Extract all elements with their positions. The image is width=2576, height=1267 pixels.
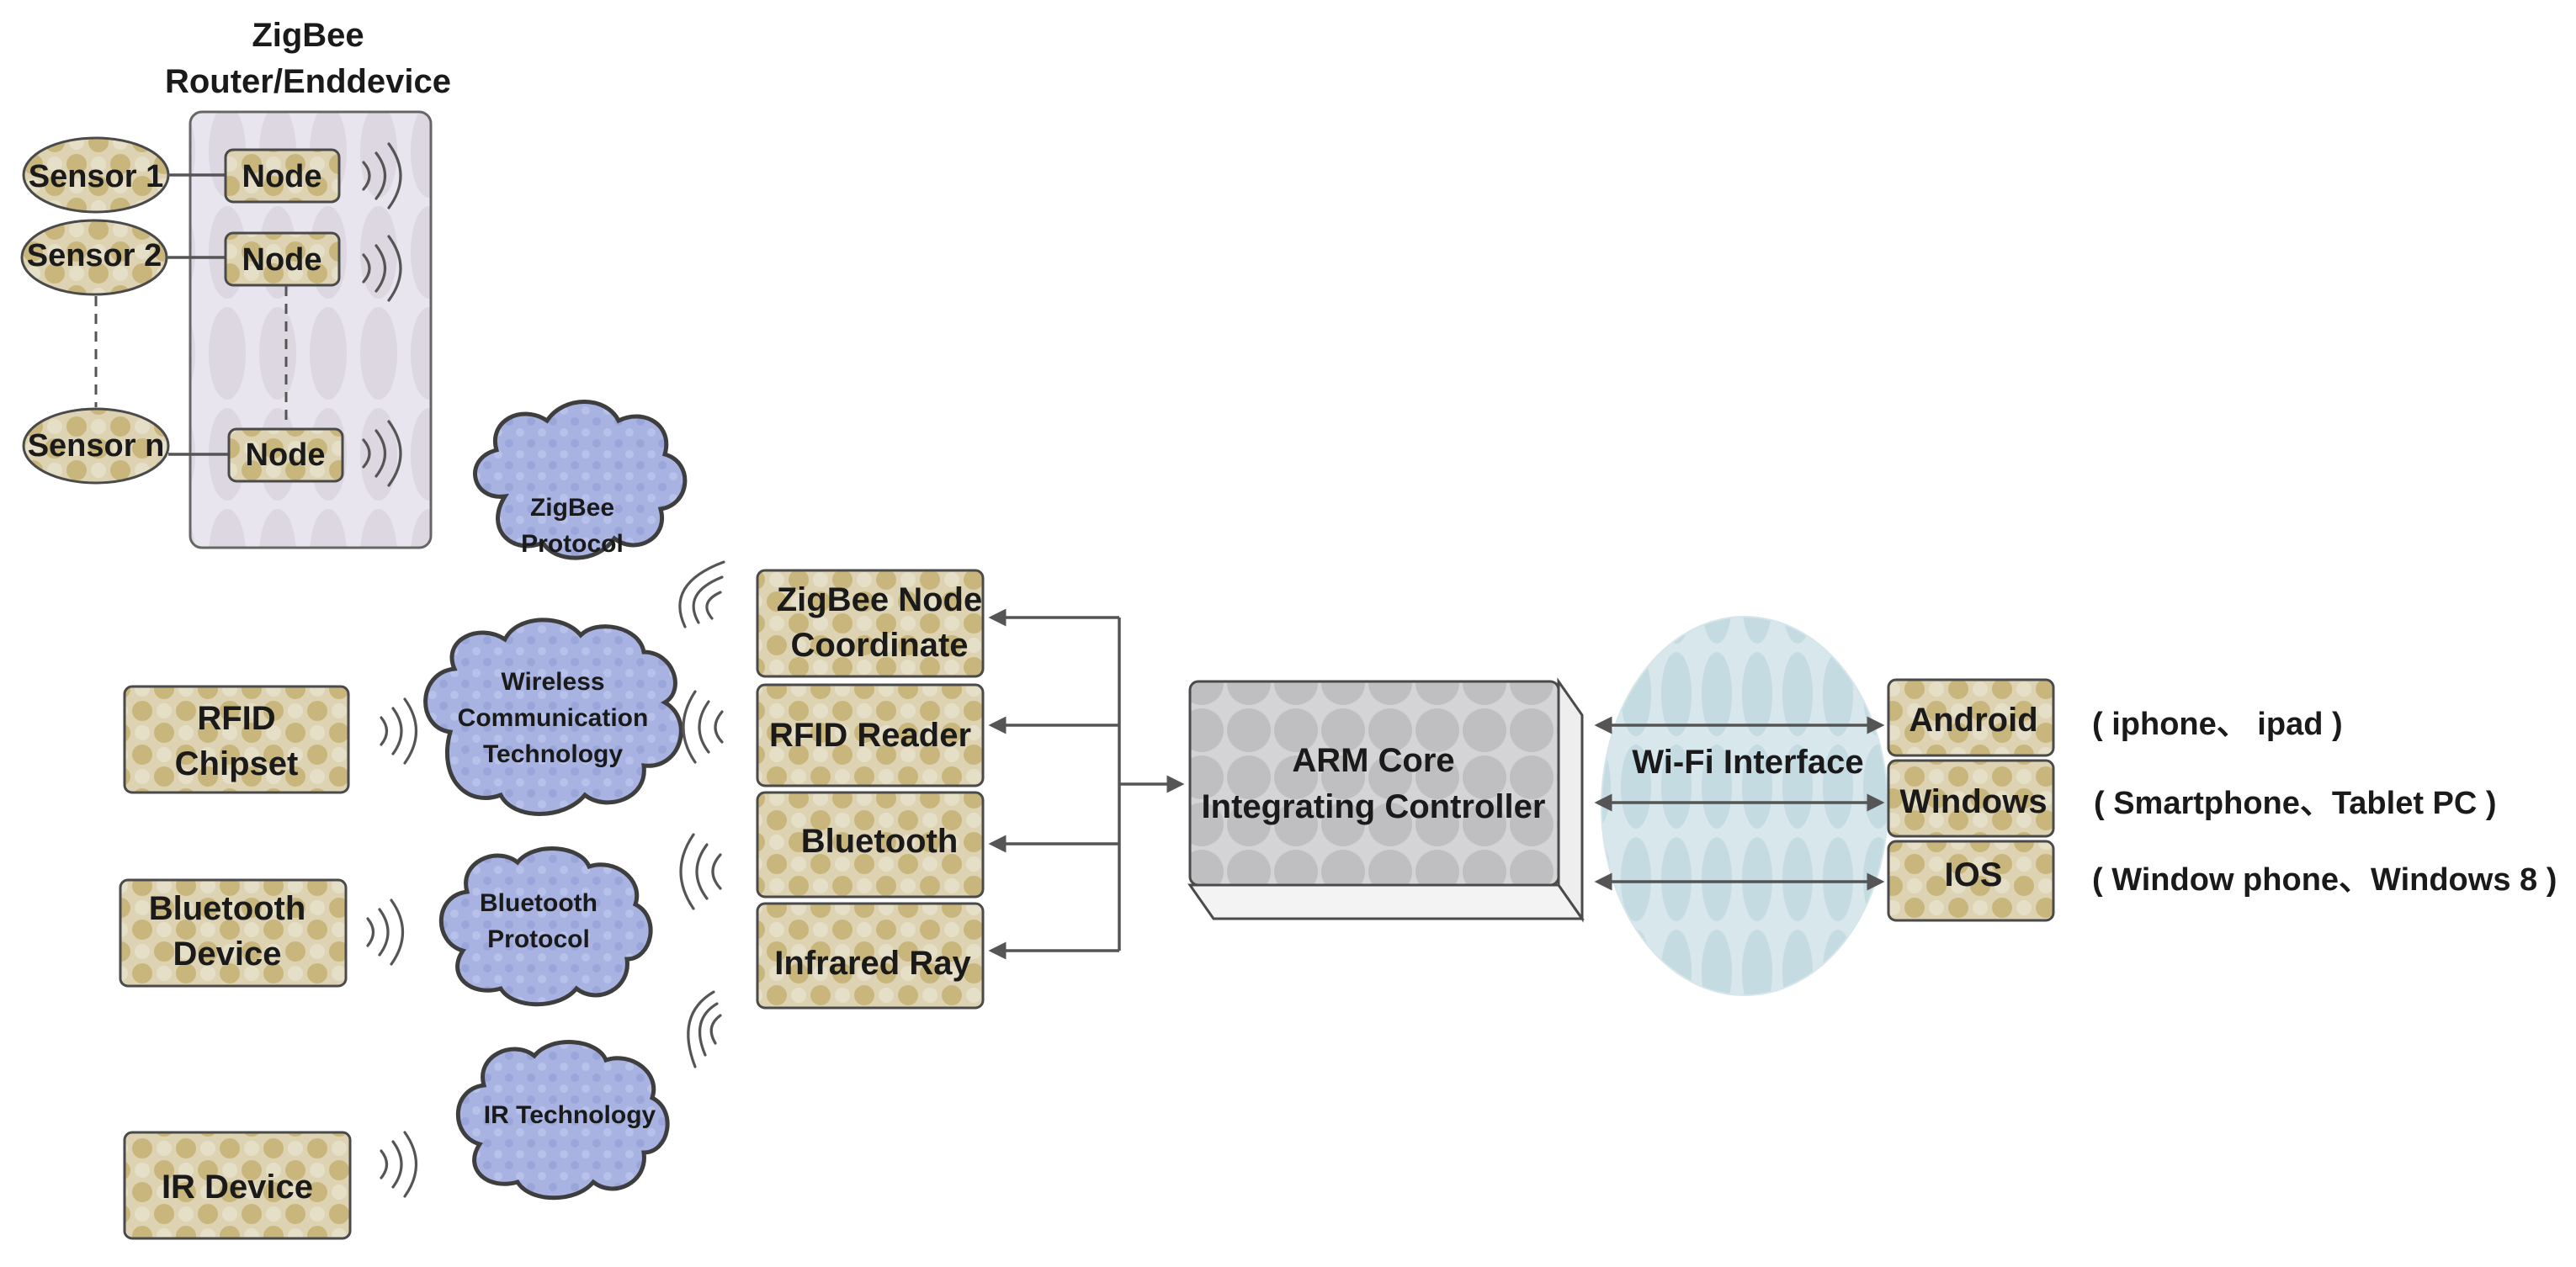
zigbee-coordinate-line2: Coordinate bbox=[790, 627, 968, 664]
rfid-reader-box bbox=[756, 683, 985, 787]
node-1-signal-icon bbox=[362, 142, 402, 209]
zigbee-protocol-cloud-line2: Protocol bbox=[521, 530, 624, 558]
android-box bbox=[1887, 678, 2055, 757]
bluetooth-protocol-cloud: Bluetooth Protocol bbox=[438, 846, 653, 1007]
wireless-cloud-line2: Communication bbox=[458, 704, 649, 732]
module-column: ZigBee Node Coordinate RFID Reader Bluet… bbox=[756, 569, 985, 1010]
wireless-cloud-line1: Wireless bbox=[501, 668, 604, 696]
ios-box bbox=[1887, 840, 2055, 922]
sensor-n bbox=[22, 407, 170, 485]
windows-note: ( Smartphone、Tablet PC ) bbox=[2094, 786, 2497, 821]
module-signal-icons bbox=[678, 560, 725, 1068]
ios-label: IOS bbox=[1945, 856, 2003, 893]
rfid-chipset-signal-icon bbox=[380, 697, 418, 765]
infrared-ray-label: Infrared Ray bbox=[774, 945, 971, 982]
node-n bbox=[227, 427, 344, 483]
wireless-communication-cloud: Wireless Communication Technology bbox=[423, 618, 683, 816]
rfid-reader-signal-icon bbox=[682, 690, 724, 764]
sensor-2-label: Sensor 2 bbox=[27, 238, 162, 273]
rfid-reader-label: RFID Reader bbox=[769, 717, 971, 754]
windows-label: Windows bbox=[1899, 783, 2047, 820]
wifi-interface: Wi-Fi Interface bbox=[1601, 616, 1888, 996]
ir-device-box bbox=[123, 1131, 352, 1240]
ir-cloud-label: IR Technology bbox=[484, 1101, 656, 1129]
bluetooth-device-signal-icon bbox=[366, 899, 405, 966]
android-label: Android bbox=[1909, 702, 2037, 739]
controller-line2: Integrating Controller bbox=[1202, 788, 1546, 825]
windows-box bbox=[1887, 759, 2055, 838]
node-1 bbox=[224, 148, 341, 204]
ir-device-signal-icon bbox=[380, 1131, 418, 1198]
node-n-label: Node bbox=[246, 437, 326, 473]
zigbee-group-title-line2: Router/Enddevice bbox=[165, 63, 451, 100]
arm-core-controller: ARM Core Integrating Controller bbox=[1187, 677, 1585, 923]
zigbee-coordinate-line1: ZigBee Node bbox=[777, 581, 982, 618]
rfid-chipset-line1: RFID bbox=[197, 700, 275, 737]
bluetooth-device-box bbox=[119, 878, 348, 988]
infrared-ray-box bbox=[756, 902, 985, 1010]
bluetooth-cloud-line1: Bluetooth bbox=[480, 889, 598, 917]
rfid-chipset-line2: Chipset bbox=[175, 745, 299, 782]
wifi-interface-label: Wi-Fi Interface bbox=[1632, 744, 1863, 781]
zigbee-node-coordinate-box bbox=[756, 569, 985, 678]
platform-links bbox=[1594, 716, 1885, 891]
wireless-cloud-line3: Technology bbox=[483, 740, 623, 768]
controller-side-face bbox=[1557, 677, 1584, 923]
ios-note: ( Window phone、Windows 8 ) bbox=[2092, 862, 2557, 898]
android-note: ( iphone、 ipad ) bbox=[2092, 707, 2343, 742]
bluetooth-module-box bbox=[756, 791, 985, 899]
node-2-signal-icon bbox=[362, 235, 402, 302]
rfid-chipset-box bbox=[123, 685, 350, 794]
bluetooth-module-signal-icon bbox=[679, 833, 722, 910]
sensor-1-label: Sensor 1 bbox=[29, 159, 164, 194]
zigbee-coordinate-signal-icon bbox=[678, 560, 725, 628]
zigbee-router-group: ZigBee Router/Enddevice Sensor 1 Sensor … bbox=[20, 17, 451, 549]
bluetooth-device-line1: Bluetooth bbox=[149, 890, 306, 927]
sensor-n-label: Sensor n bbox=[28, 428, 165, 464]
ir-device-label: IR Device bbox=[162, 1169, 313, 1206]
module-bus bbox=[988, 608, 1185, 960]
node-1-label: Node bbox=[242, 159, 322, 194]
bluetooth-device-line2: Device bbox=[173, 936, 282, 973]
device-boxes: RFID Chipset Bluetooth Device IR Device bbox=[119, 685, 418, 1240]
controller-front-face bbox=[1188, 680, 1560, 887]
wifi-interface-ellipse bbox=[1601, 616, 1888, 996]
bluetooth-module-label: Bluetooth bbox=[801, 823, 959, 860]
node-2-label: Node bbox=[242, 242, 322, 278]
node-2 bbox=[224, 231, 341, 287]
bluetooth-cloud-line2: Protocol bbox=[487, 925, 590, 953]
node-n-signal-icon bbox=[362, 420, 402, 487]
infrared-module-signal-icon bbox=[687, 990, 722, 1068]
ir-technology-cloud: IR Technology bbox=[455, 1040, 670, 1201]
zigbee-protocol-cloud: ZigBee Protocol bbox=[473, 400, 688, 560]
protocol-clouds: ZigBee Protocol Wireless Communication T… bbox=[423, 400, 688, 1201]
platform-boxes: Android Windows IOS bbox=[1887, 678, 2055, 922]
platform-notes: ( iphone、 ipad ) ( Smartphone、Tablet PC … bbox=[2092, 707, 2557, 898]
zigbee-protocol-cloud-line1: ZigBee bbox=[530, 494, 614, 522]
zigbee-group-title-line1: ZigBee bbox=[252, 17, 364, 54]
controller-line1: ARM Core bbox=[1292, 742, 1454, 779]
controller-bottom-face bbox=[1187, 883, 1585, 920]
